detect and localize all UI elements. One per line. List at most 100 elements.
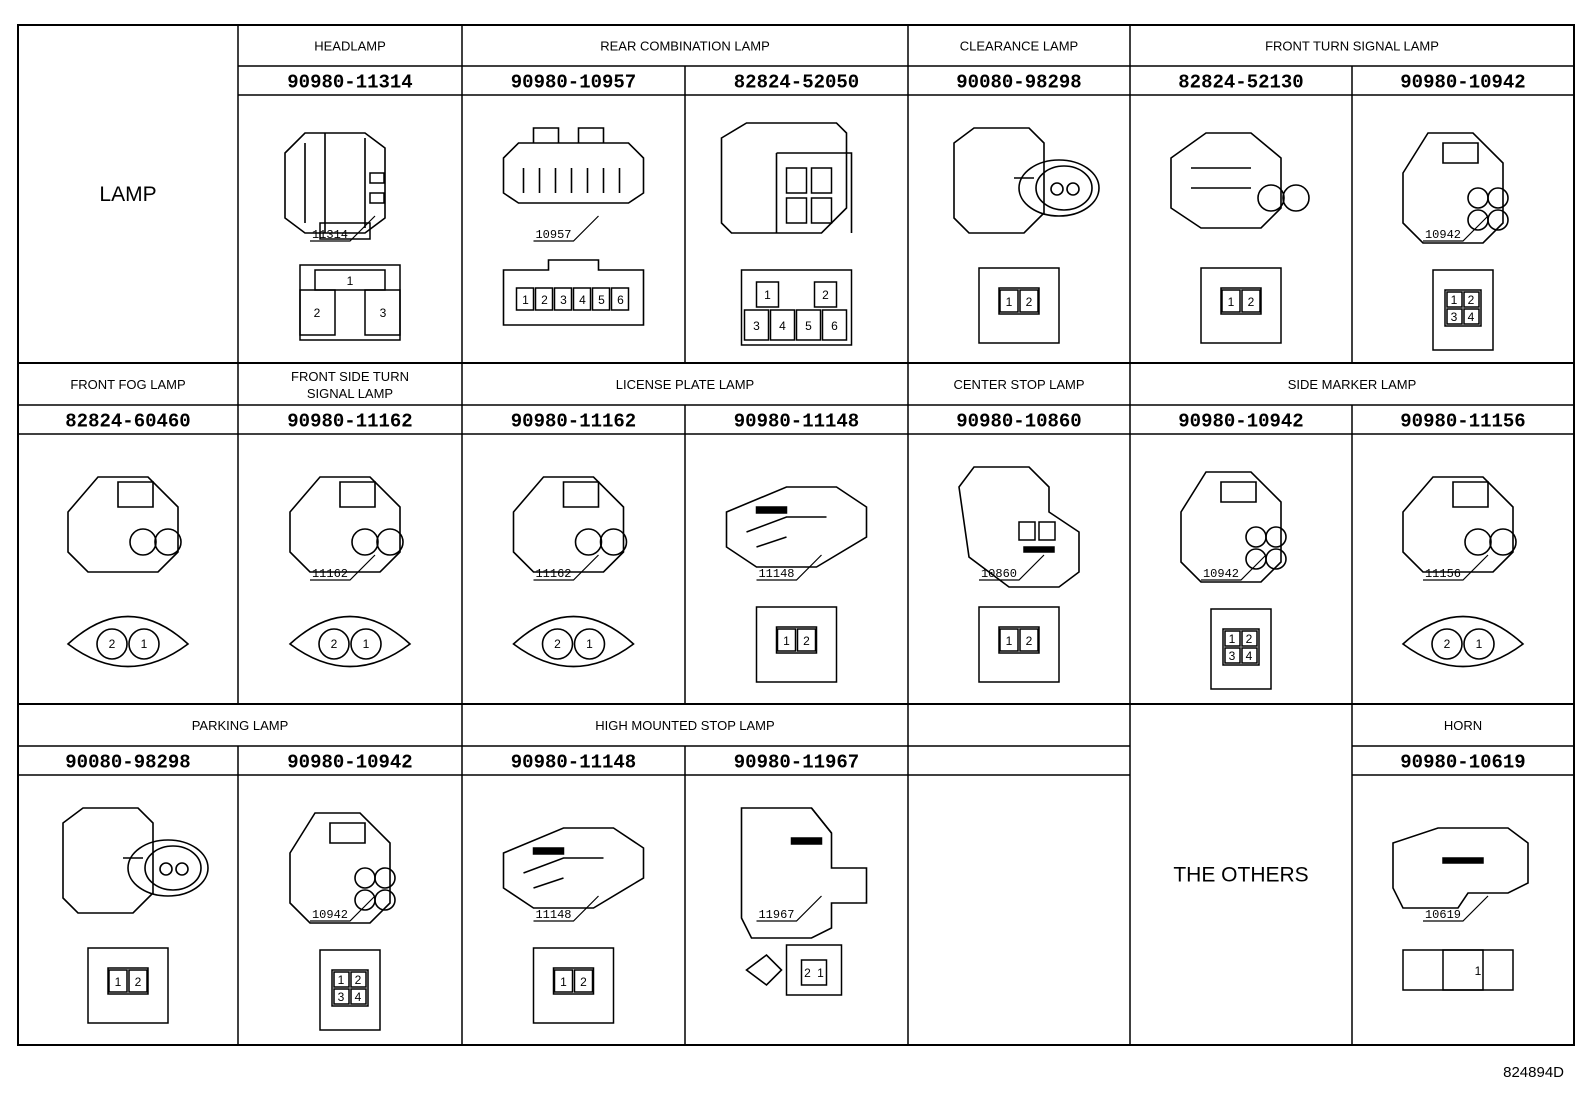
category-label: HORN <box>1444 718 1482 733</box>
pin-number: 1 <box>522 293 529 307</box>
pin-number: 4 <box>1246 649 1253 663</box>
connector-isometric-view: 10860 <box>958 466 1080 588</box>
pin-number: 4 <box>779 319 786 333</box>
connector-isometric-view: 11156 <box>1402 476 1517 581</box>
category-label: SIDE MARKER LAMP <box>1288 377 1417 392</box>
pin-number: 3 <box>560 293 567 307</box>
part-number: 82824-60460 <box>65 411 190 433</box>
part-number: 90980-10942 <box>1400 72 1525 94</box>
category-label: HIGH MOUNTED STOP LAMP <box>595 718 774 733</box>
part-number: 90080-98298 <box>956 72 1081 94</box>
part-number: 90980-11314 <box>287 72 412 94</box>
pin-number: 1 <box>1476 637 1483 651</box>
pin-number: 1 <box>586 637 593 651</box>
category-label: FRONT FOG LAMP <box>70 377 185 392</box>
connector-face-view: 1 2 3 4 5 6 <box>740 269 853 346</box>
pin-number: 2 <box>541 293 548 307</box>
part-number: 82824-52050 <box>734 72 859 94</box>
connector-isometric-view <box>953 127 1100 234</box>
pin-number: 1 <box>347 274 354 288</box>
category-label: HEADLAMP <box>314 39 386 54</box>
connector-face-view: 1 <box>1402 949 1514 991</box>
pin-number: 3 <box>1229 649 1236 663</box>
callout-label: 11148 <box>535 908 571 922</box>
pin-number: 5 <box>598 293 605 307</box>
part-number: 90980-11967 <box>734 752 859 774</box>
callout-label: 10942 <box>1425 228 1461 242</box>
pin-number: 4 <box>579 293 586 307</box>
pin-number: 3 <box>1451 310 1458 324</box>
pin-number: 2 <box>1248 295 1255 309</box>
part-number: 90980-11162 <box>511 411 636 433</box>
pin-number: 6 <box>831 319 838 333</box>
pin-number: 2 <box>314 306 321 320</box>
pin-number: 2 <box>1246 632 1253 646</box>
pin-number: 1 <box>1475 964 1482 978</box>
connector-isometric-view <box>62 807 209 914</box>
pin-number: 1 <box>363 637 370 651</box>
part-number: 90980-10942 <box>287 752 412 774</box>
category-label: LICENSE PLATE LAMP <box>616 377 754 392</box>
callout-label: 11967 <box>758 908 794 922</box>
pin-number: 2 <box>109 637 116 651</box>
pin-number: 2 <box>803 634 810 648</box>
connector-isometric-view <box>67 476 182 573</box>
connector-isometric-view: 11162 <box>512 476 628 581</box>
pin-number: 1 <box>1228 295 1235 309</box>
part-number: 82824-52130 <box>1178 72 1303 94</box>
connector-isometric-view: 10942 <box>1180 471 1287 583</box>
callout-label: 10942 <box>312 908 348 922</box>
pin-number: 2 <box>331 637 338 651</box>
part-number: 90980-10619 <box>1400 752 1525 774</box>
pin-number: 1 <box>817 966 824 980</box>
pin-number: 1 <box>783 634 790 648</box>
pin-number: 1 <box>1229 632 1236 646</box>
table-border <box>17 24 1575 1046</box>
connector-isometric-view: 11967 <box>740 807 868 939</box>
connector-isometric-view: 10957 <box>502 127 645 242</box>
part-number: 90980-10860 <box>956 411 1081 433</box>
pin-number: 2 <box>580 975 587 989</box>
pin-number: 5 <box>805 319 812 333</box>
connector-isometric-view <box>720 122 853 234</box>
category-label: THE OTHERS <box>1173 864 1308 887</box>
pin-number: 3 <box>338 990 345 1004</box>
part-number: 90980-10957 <box>511 72 636 94</box>
callout-label: 10619 <box>1425 908 1461 922</box>
pin-number: 2 <box>1026 295 1033 309</box>
pin-number: 1 <box>115 975 122 989</box>
pin-number: 3 <box>753 319 760 333</box>
part-number: 90080-98298 <box>65 752 190 774</box>
callout-label: 10942 <box>1203 567 1239 581</box>
pin-number: 2 <box>1468 293 1475 307</box>
pin-number: 6 <box>617 293 624 307</box>
pin-number: 2 <box>1026 634 1033 648</box>
callout-label: 11148 <box>758 567 794 581</box>
pin-number: 1 <box>560 975 567 989</box>
category-label: CENTER STOP LAMP <box>954 377 1085 392</box>
pin-number: 1 <box>764 288 771 302</box>
figure-code: 824894D <box>1503 1064 1564 1081</box>
pin-number: 2 <box>822 288 829 302</box>
pin-number: 1 <box>1006 295 1013 309</box>
part-number: 90980-11162 <box>287 411 412 433</box>
connector-isometric-view: 11148 <box>502 827 645 922</box>
category-label: LAMP <box>99 183 156 206</box>
pin-number: 4 <box>355 990 362 1004</box>
pin-number: 2 <box>554 637 561 651</box>
